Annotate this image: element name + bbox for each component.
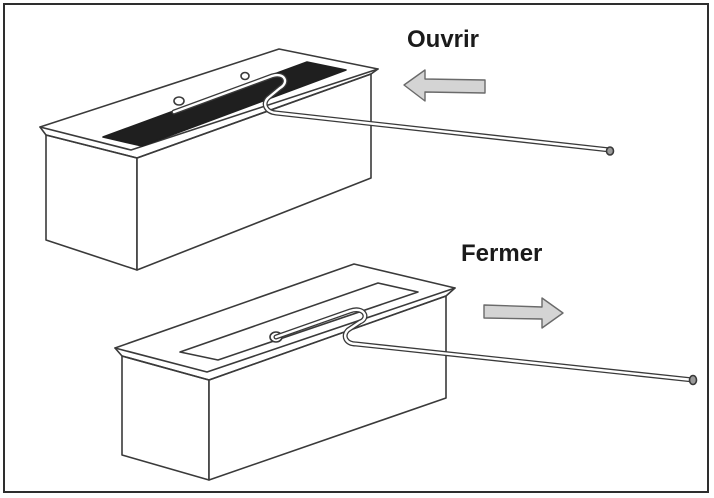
burner-open-knob-1 bbox=[173, 96, 185, 106]
burner-closed-handle-tip bbox=[688, 374, 698, 386]
label-open: Ouvrir bbox=[407, 26, 480, 53]
burner-closed-slot-cover bbox=[179, 282, 419, 361]
burner-closed bbox=[114, 263, 698, 481]
burner-closed-plate-edge bbox=[114, 287, 456, 381]
burner-open-handle-tip bbox=[605, 146, 615, 156]
burner-open-knob-2 bbox=[240, 71, 250, 81]
burner-closed-front-face bbox=[121, 355, 210, 481]
burner-open bbox=[39, 48, 615, 271]
label-close: Fermer bbox=[461, 240, 543, 267]
arrow-right-icon bbox=[483, 297, 564, 329]
burner-open-plate-edge bbox=[39, 68, 379, 159]
arrow-left-icon bbox=[403, 69, 486, 102]
